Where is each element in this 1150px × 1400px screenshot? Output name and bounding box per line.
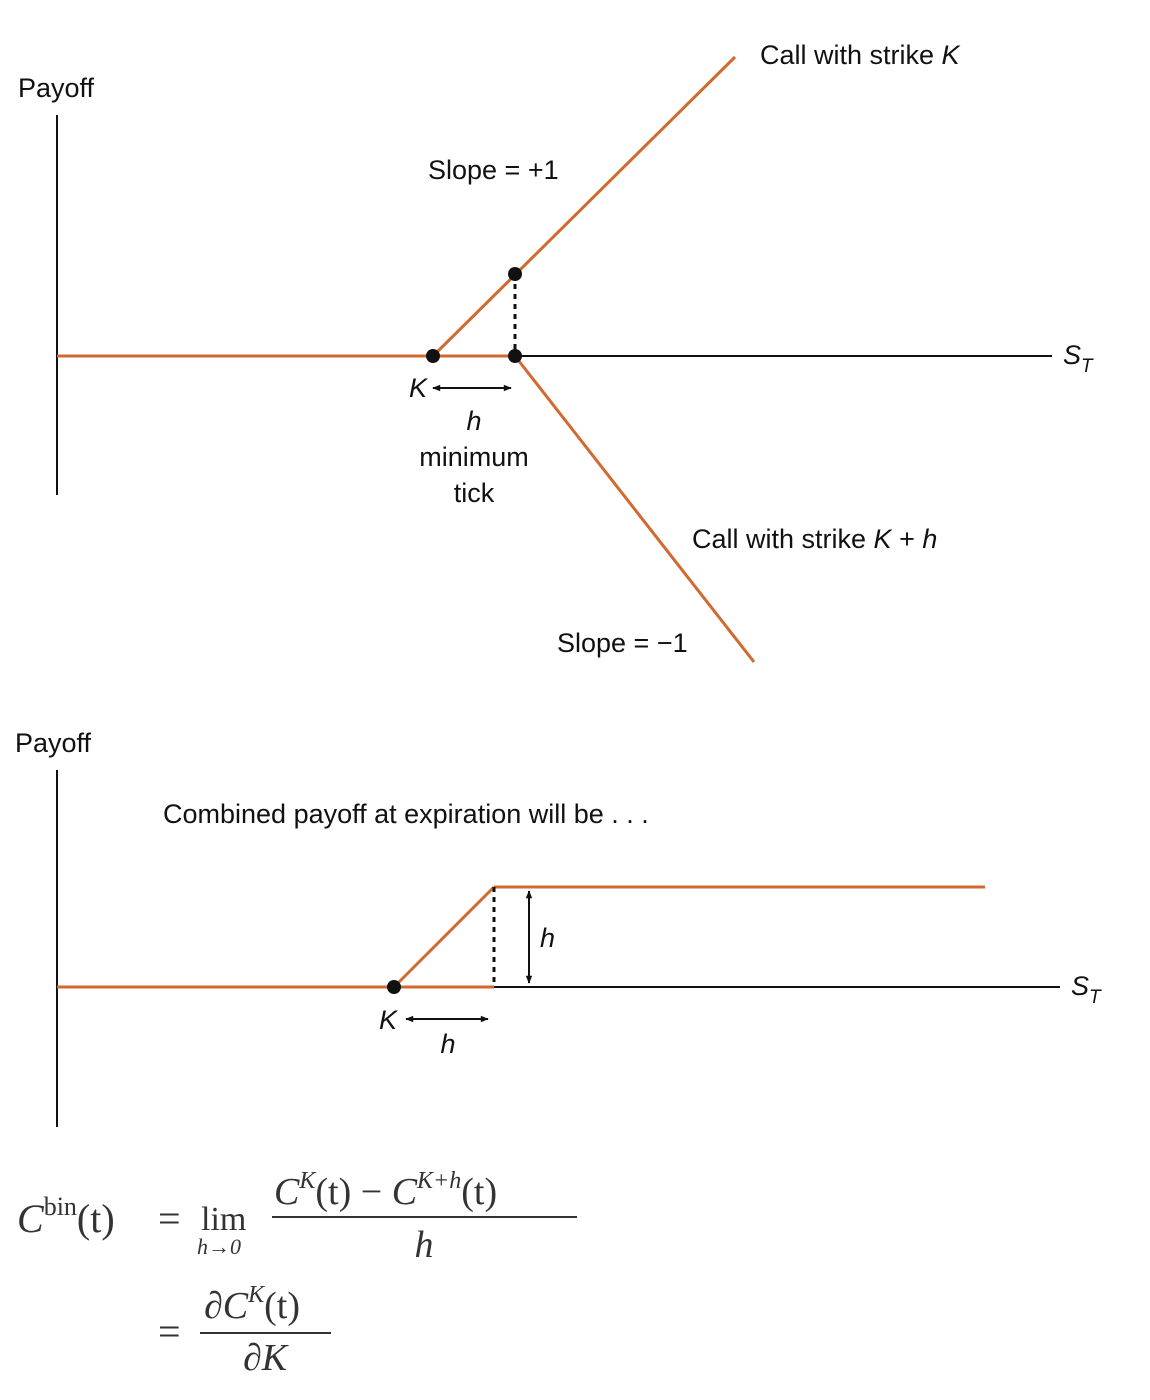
call-kh-label: Call with strike K + h [692,524,937,554]
bottom-h-label: h [440,1029,455,1059]
minimum-tick-line2: tick [454,478,495,508]
formula-denominator: h [415,1224,434,1266]
slope-minus-one-label: Slope = −1 [557,628,688,658]
bottom-payoff-diagram: Payoff ST Combined payoff at expiration … [15,728,1102,1127]
formula-equals-2: = [158,1309,181,1354]
binary-option-formula: Cbin(t) = lim h→0 CK(t) − CK+h(t) h = ∂C… [17,1168,577,1379]
top-h-label: h [466,406,481,436]
formula-numerator: CK(t) − CK+h(t) [274,1168,497,1213]
formula-lhs: Cbin(t) [17,1192,115,1241]
combined-payoff-caption: Combined payoff at expiration will be . … [163,799,649,829]
slope-plus-one-label: Slope = +1 [428,155,559,185]
bottom-strike-k-point [387,980,401,994]
formula-partial-numerator: ∂CK(t) [204,1282,300,1327]
bottom-k-label: K [379,1005,398,1035]
bottom-ramp-payoff-line [392,885,496,989]
call-k-label: Call with strike K [760,40,961,70]
bottom-vertical-h-label: h [540,923,555,953]
top-strike-k-point [426,349,440,363]
minimum-tick-line1: minimum [419,442,529,472]
top-upper-point [508,267,522,281]
formula-equals-1: = [158,1196,181,1241]
call-k-payoff-line [431,55,737,358]
top-strike-kh-point [508,349,522,363]
top-payoff-diagram: Payoff ST K h minimum tick Call with str… [18,40,1094,663]
top-x-axis-label: ST [1063,340,1094,377]
formula-lim-subscript: h→0 [197,1234,241,1259]
formula-lim: lim [201,1201,246,1238]
bottom-x-axis-label: ST [1071,971,1102,1008]
call-kh-payoff-line [513,355,756,663]
bottom-y-axis-label: Payoff [15,728,92,758]
formula-partial-denominator: ∂K [243,1337,289,1379]
top-k-label: K [409,373,428,403]
top-y-axis-label: Payoff [18,73,95,103]
